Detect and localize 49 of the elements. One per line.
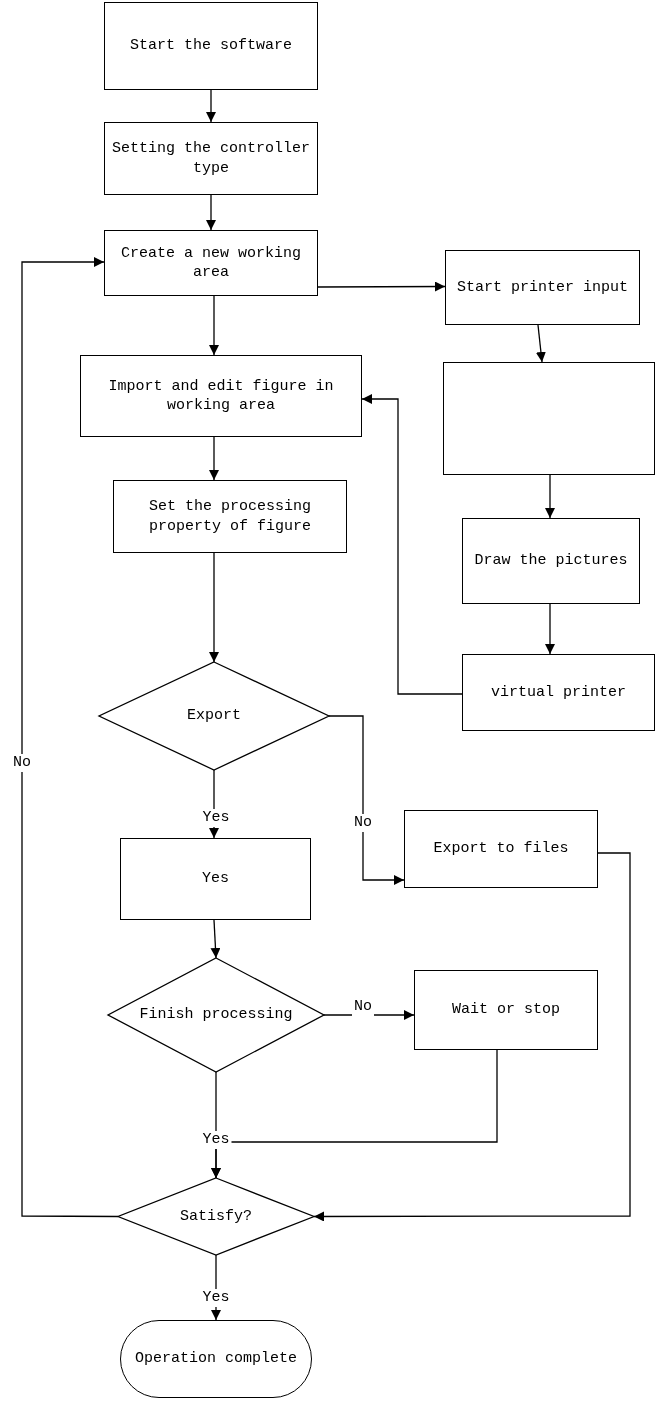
process-box: [80, 355, 362, 437]
node-label: Set the processing property of figure: [148, 497, 312, 536]
process-box: [104, 122, 318, 195]
arrow: [545, 603, 555, 655]
process-box: [113, 480, 347, 553]
arrow: [361, 394, 463, 695]
arrow: [21, 257, 119, 1218]
node-label: Create a new working area: [120, 243, 302, 283]
node-label: Yes: [201, 869, 230, 889]
process-box: [462, 654, 655, 731]
arrow: [323, 1010, 415, 1020]
arrow: [535, 324, 546, 363]
process-box: [443, 362, 655, 475]
edge-label: Yes: [200, 1289, 232, 1307]
node-label: Setting the controller type: [110, 139, 311, 178]
arrow: [328, 715, 405, 885]
edge-label: No: [11, 754, 33, 772]
node-label: Start printer input: [456, 277, 629, 298]
arrow: [206, 194, 216, 231]
node-label: Import and edit figure in working area: [107, 376, 335, 416]
process-box: [404, 810, 598, 888]
arrow: [209, 295, 219, 356]
process-box: [104, 2, 318, 90]
arrow: [209, 552, 219, 663]
node-label: Export: [186, 706, 242, 726]
node-label: Wait or stop: [451, 1000, 561, 1020]
process-box: [120, 838, 311, 920]
arrow: [206, 89, 216, 123]
arrow: [317, 281, 446, 292]
process-box: [445, 250, 640, 325]
process-box: [414, 970, 598, 1050]
node-label: Draw the pictures: [473, 551, 629, 571]
arrow: [313, 852, 631, 1222]
edge-label: No: [352, 814, 374, 832]
node-label: virtual printer: [490, 682, 627, 703]
arrow: [545, 474, 555, 519]
node-label: Export to files: [432, 839, 570, 859]
edge-label: No: [352, 998, 374, 1016]
node-label: Satisfy?: [179, 1206, 253, 1227]
node-label: Finish processing: [138, 1005, 294, 1025]
process-box: [462, 518, 640, 604]
arrow: [210, 919, 221, 959]
arrow: [209, 436, 219, 481]
edge-label: Yes: [200, 809, 232, 827]
process-box: [104, 230, 318, 296]
node-label: Start the software: [129, 36, 293, 56]
arrow: [211, 1049, 498, 1179]
edge-label: Yes: [200, 1131, 232, 1149]
node-label: Operation complete: [134, 1349, 298, 1369]
